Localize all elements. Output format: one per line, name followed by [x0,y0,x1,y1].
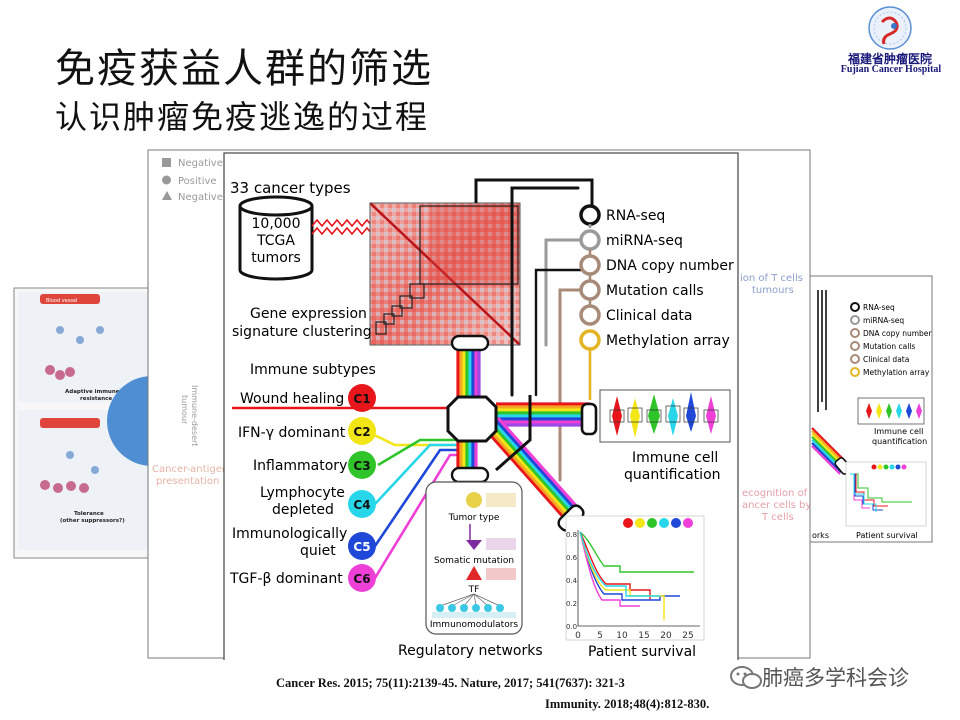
subtype-code-c3: C3 [353,459,370,473]
subtype-label-c3: Inflammatory [253,458,347,474]
immune-cell-violin-plot [580,389,731,443]
slide-title: 免疫获益人群的筛选 [55,46,433,92]
data-type-clinical: Clinical data [606,308,692,324]
mini-rnaseq: RNA-seq [863,303,895,312]
gene-expression-label-1: Gene expression [250,306,367,322]
subtype-label-c4b: depleted [272,502,334,518]
subtype-label-c2: IFN-γ dominant [238,425,346,441]
left-tolerance-label-2: (other suppressors?) [60,518,125,524]
subtype-label-c5a: Immunologically [232,526,347,542]
legend-positive: Positive [178,176,217,187]
mini-data-types: RNA-seq miRNA-seq DNA copy number Mutati… [850,302,932,377]
km-xtick-2: 10 [616,631,628,641]
diagram-figure: Blood vessel Adaptive immune resistance … [13,149,933,660]
tumor-count: 10,000 [252,216,301,232]
tf-label: TF [468,585,480,595]
central-hub-node [446,395,498,443]
somatic-mutation-label: Somatic mutation [434,556,514,566]
subtype-code-c1: C1 [353,392,370,406]
subtype-label-c5b: quiet [300,543,336,559]
data-type-mirnaseq: miRNA-seq [606,233,683,249]
cancer-antigen-label-1: Cancer-antigen [152,464,228,475]
immune-desert-label-2: tumour [180,395,189,425]
left-tolerance-label-1: Tolerance [74,511,104,517]
gene-expression-heatmap [369,202,521,346]
gene-expression-label-2: signature clustering [232,324,372,340]
right-mini-panel: RNA-seq miRNA-seq DNA copy number Mutati… [809,275,933,543]
subtype-list: Wound healing C1 IFN-γ dominant C2 Infla… [229,384,376,592]
mini-mutation: Mutation calls [863,342,915,351]
data-type-methylation: Methylation array [606,333,730,349]
km-ytick-0: 0.0 [566,623,577,631]
data-type-dna-copy: DNA copy number [606,258,734,274]
zigzag-connector [311,218,373,228]
immune-subtypes-heading: Immune subtypes [250,362,376,378]
right-fragment-2: tumours [752,285,794,296]
mini-dna-copy: DNA copy number [863,329,932,338]
immune-cell-label-2: quantification [624,467,721,483]
right-fragment-3: ecognition of [742,488,808,499]
bottom-connector-capsule [450,466,490,484]
km-xtick-1: 5 [597,631,603,641]
legend-negative-2: Negative [178,192,223,203]
immunomodulators-label: Immunomodulators [430,620,519,630]
data-type-mutation: Mutation calls [606,283,704,299]
left-background-panel: Blood vessel Adaptive immune resistance … [13,287,153,559]
mini-methylation: Methylation array [863,368,930,377]
km-ytick-4: 0.8 [566,531,577,539]
immune-desert-label-1: Immune-desert [190,385,199,446]
km-xtick-0: 0 [575,631,581,641]
citation-line-2: Immunity. 2018;48(4):812-830. [545,697,710,711]
mini-immune-cell-1: Immune cell [874,427,923,436]
slide-subtitle: 认识肿瘤免疫逃逸的过程 [55,98,430,136]
regulatory-network-diagram: Tumor type Somatic mutation TF Immunomod… [425,481,523,635]
hospital-name-cn: 福建省肿瘤医院 [847,52,932,66]
km-xtick-3: 15 [638,631,649,641]
subtype-code-c4: C4 [353,498,370,512]
subtype-code-c2: C2 [353,425,370,439]
tumor-type-label: Tumor type [448,513,500,523]
km-ytick-3: 0.6 [566,554,578,562]
hospital-name-en: Fujian Cancer Hospital [840,64,942,75]
mini-clinical: Clinical data [863,355,909,364]
right-fragment-5: T cells [761,512,794,523]
left-adaptive-label-1: Adaptive immune [65,389,120,395]
km-xtick-5: 25 [682,631,693,641]
data-type-rnaseq: RNA-seq [606,208,665,224]
cancer-types-label: 33 cancer types [230,179,351,197]
regulatory-networks-label: Regulatory networks [398,643,543,659]
right-fragment-4: ancer cells by [742,500,811,511]
km-xtick-4: 20 [660,631,672,641]
km-ytick-2: 0.4 [566,577,578,585]
right-fragment-1: ion of T cells [740,273,803,284]
km-ytick-1: 0.2 [566,600,577,608]
subtype-code-c6: C6 [353,572,370,586]
hospital-logo [868,6,912,50]
kaplan-meier-plot: 0.0 0.2 0.4 0.6 0.8 0 5 10 15 20 25 [565,515,705,641]
tcga-database-cylinder [238,195,314,281]
mini-networks-fragment: orks [812,531,829,540]
watermark-text: 肺癌多学科会诊 [762,666,909,690]
tumor-source: TCGA [256,233,295,249]
subtype-label-c6: TGF-β dominant [229,571,343,587]
legend-negative-1: Negative [178,158,223,169]
tumor-word: tumors [251,250,301,266]
subtype-label-c4a: Lymphocyte [260,485,345,501]
main-figure-panel: 33 cancer types 10,000 TCGA tumors [223,152,739,660]
mini-mirnaseq: miRNA-seq [863,316,904,325]
cancer-antigen-label-2: presentation [156,476,219,487]
subtype-code-c5: C5 [353,540,370,554]
immune-cell-label-1: Immune cell [632,450,718,466]
citation-line-1: Cancer Res. 2015; 75(11):2139-45. Nature… [276,676,625,690]
mini-immune-cell-2: quantification [872,437,927,446]
left-adaptive-label-2: resistance [80,396,112,402]
subtype-label-c1: Wound healing [240,391,344,407]
patient-survival-label: Patient survival [588,644,696,660]
top-connector-capsule [450,334,490,352]
wechat-icon [730,666,762,689]
mini-patient-survival: Patient survival [856,531,918,540]
left-blood-vessel-label: Blood vessel [46,298,77,304]
